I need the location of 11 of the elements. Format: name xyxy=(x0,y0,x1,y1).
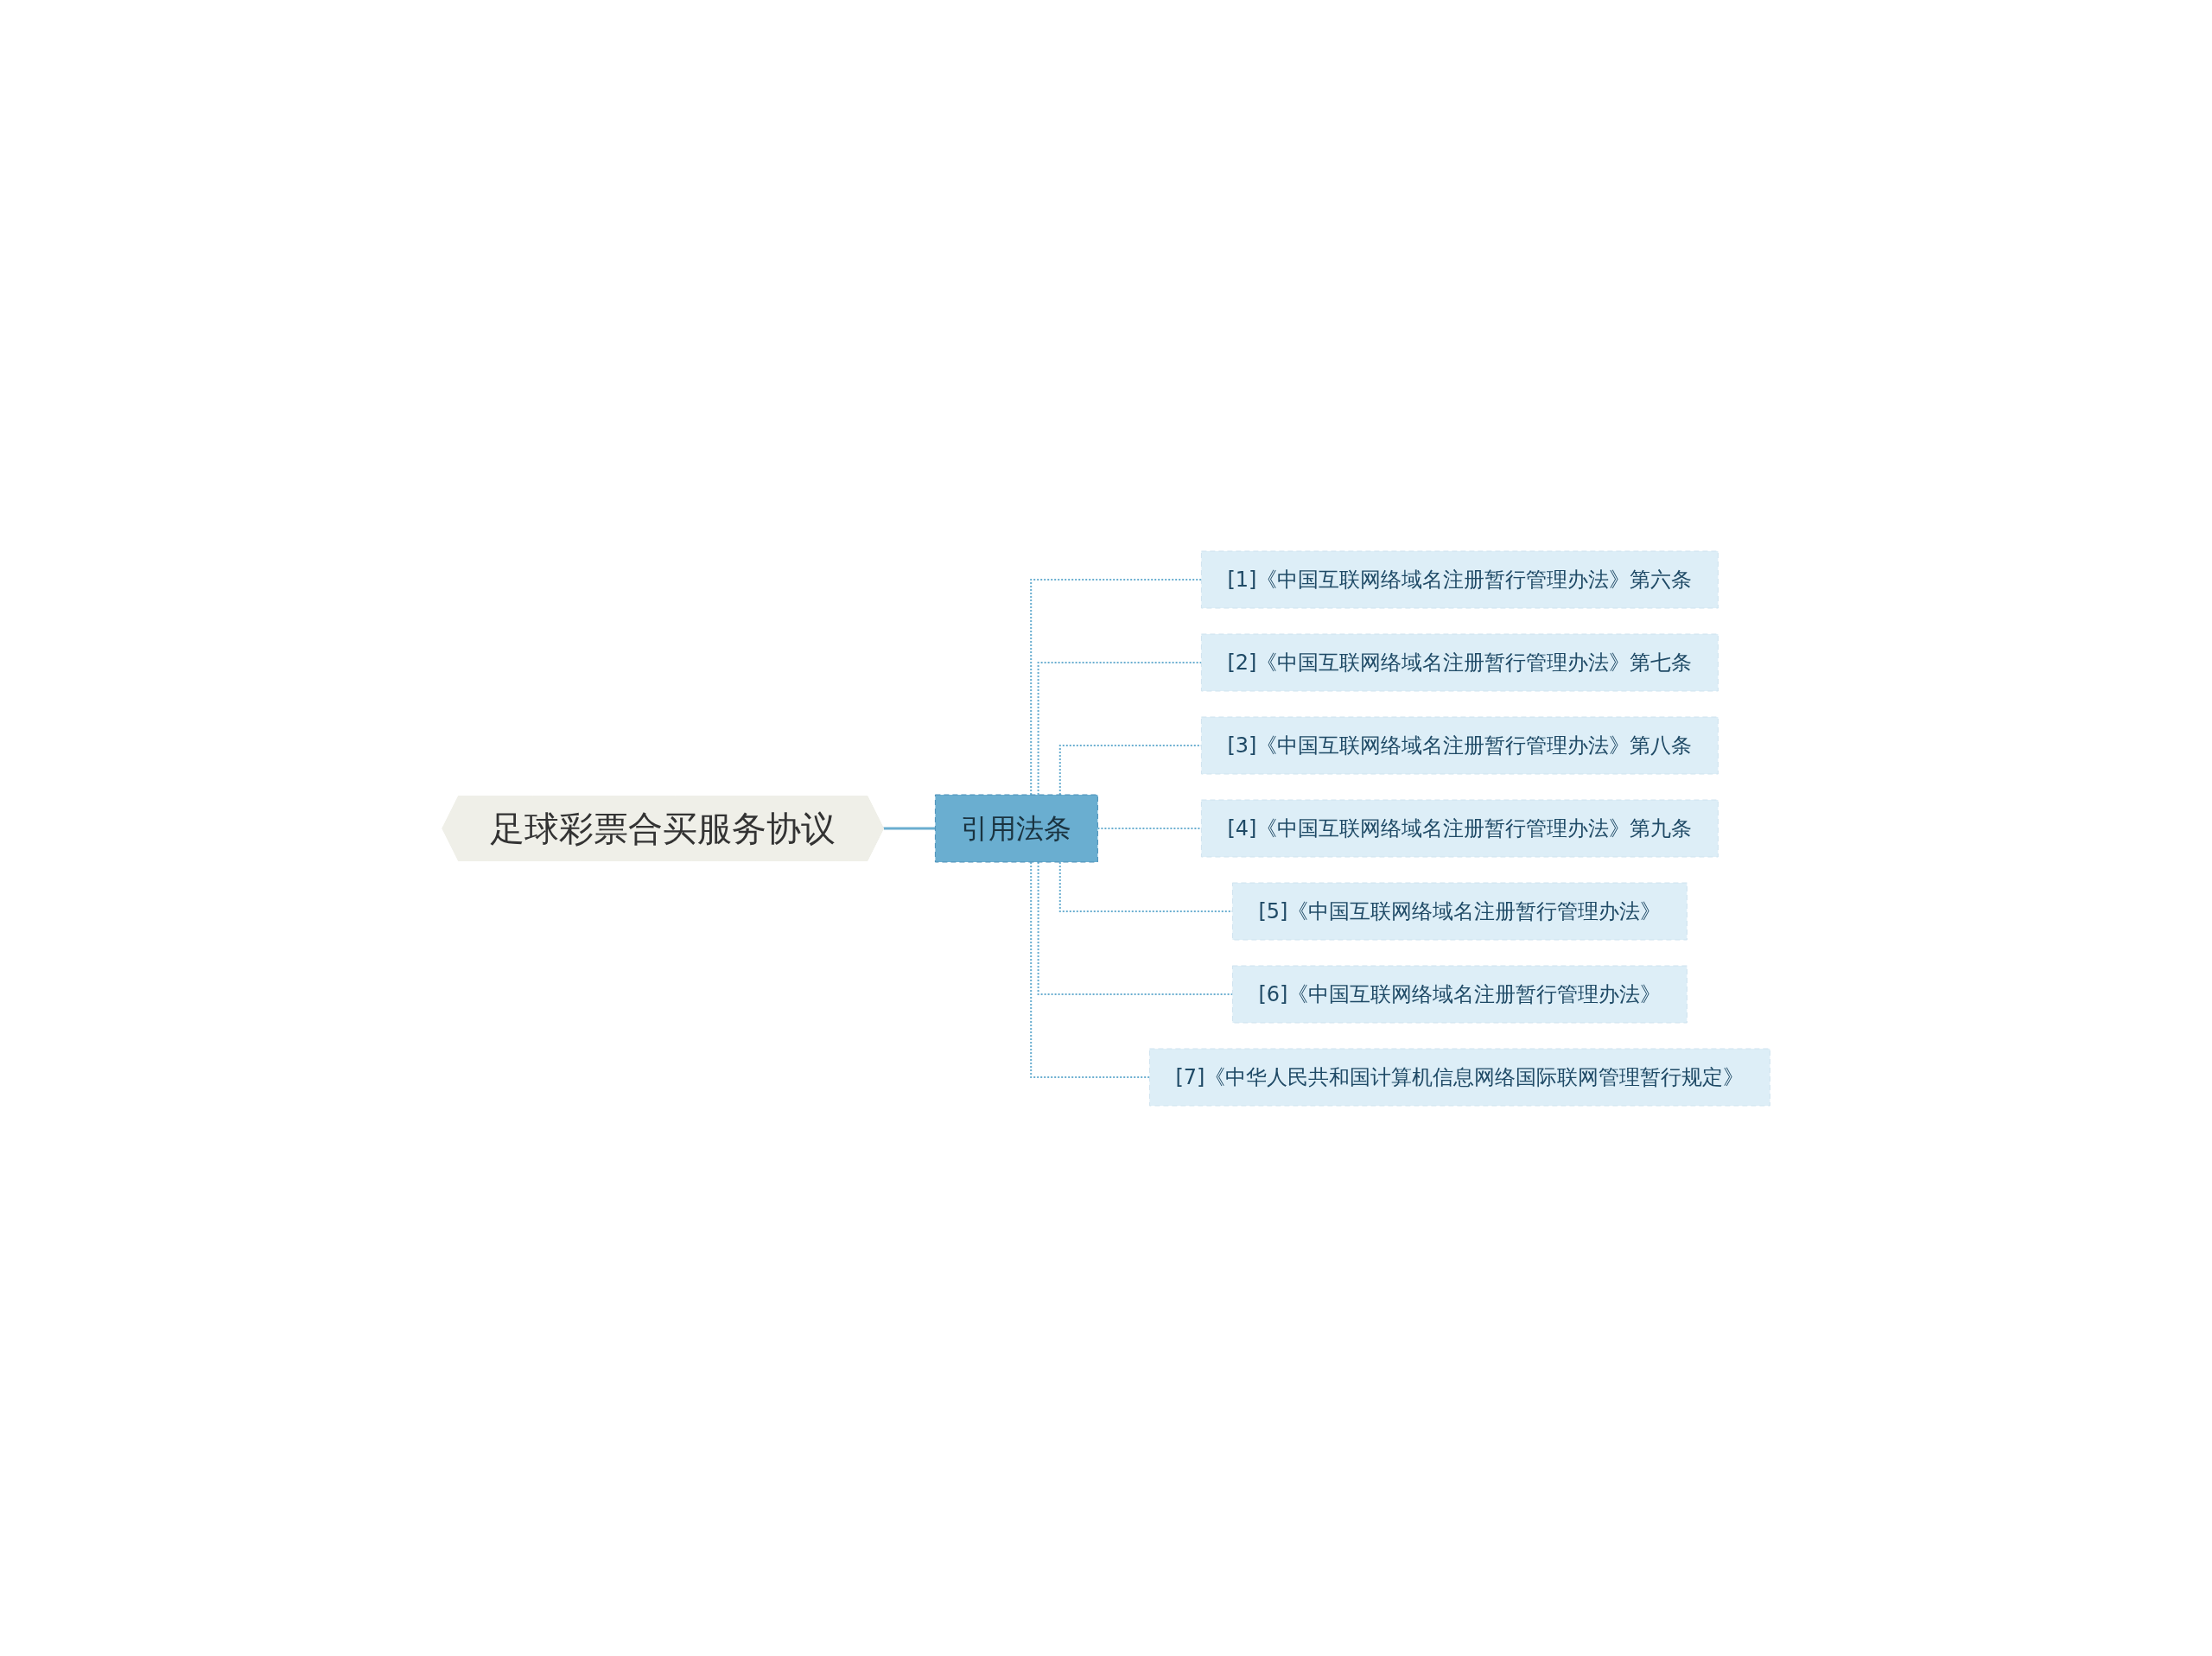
node-box: [7]《中华人民共和国计算机信息网络国际联网管理暂行规定》 xyxy=(1148,1048,1770,1106)
connector xyxy=(1037,860,1234,995)
node-box: [6]《中国互联网络域名注册暂行管理办法》 xyxy=(1231,965,1688,1023)
node-box: [4]《中国互联网络域名注册暂行管理办法》第九条 xyxy=(1200,799,1719,857)
node-box: [3]《中国互联网络域名注册暂行管理办法》第八条 xyxy=(1200,716,1719,774)
node-box: [2]《中国互联网络域名注册暂行管理办法》第七条 xyxy=(1200,633,1719,691)
connector xyxy=(882,827,936,830)
connector xyxy=(1030,860,1151,1078)
node-box: [5]《中国互联网络域名注册暂行管理办法》 xyxy=(1231,882,1688,940)
node-box: [1]《中国互联网络域名注册暂行管理办法》第六条 xyxy=(1200,550,1719,608)
node-box: 引用法条 xyxy=(934,794,1098,862)
